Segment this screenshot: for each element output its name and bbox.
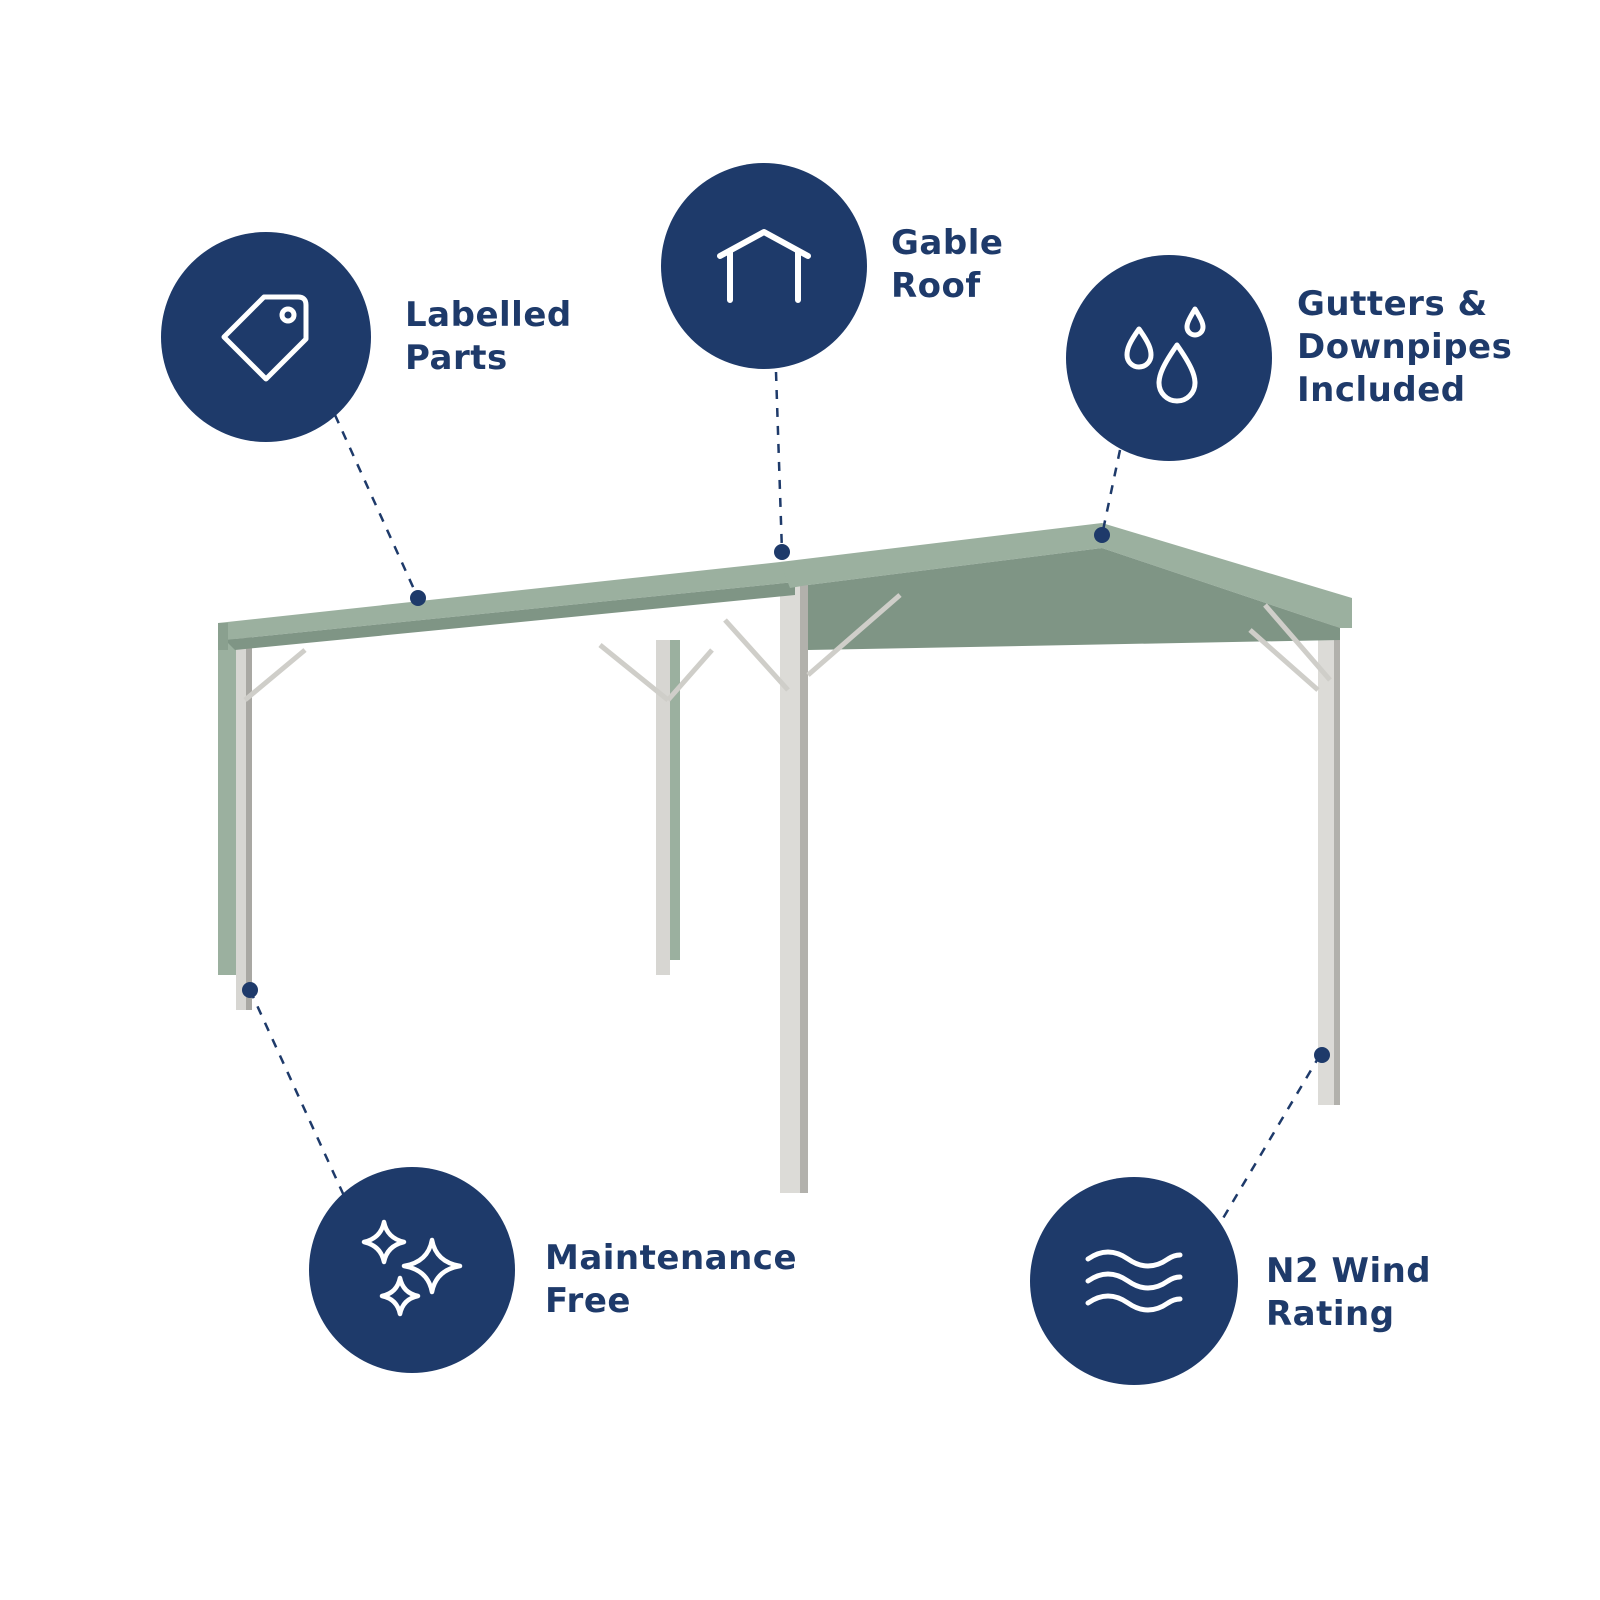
gable-roof-badge <box>661 163 867 369</box>
label-line: Free <box>545 1281 631 1321</box>
label-line: Maintenance <box>545 1238 798 1278</box>
back-left-post <box>218 630 238 975</box>
front-right-post-shade <box>1334 603 1340 1105</box>
wind-waves-icon <box>1085 1249 1183 1313</box>
water-drops-icon <box>1124 306 1206 404</box>
leader-maintenance <box>248 989 347 1199</box>
leader-wind <box>1220 1054 1322 1221</box>
tag-icon <box>221 294 309 382</box>
labelled-parts-badge <box>161 232 371 442</box>
gutters-downpipes-label: Gutters & Downpipes Included <box>1297 283 1512 412</box>
front-left-post-shade <box>246 630 252 1010</box>
leader-labelled-parts <box>333 414 420 599</box>
label-line: Downpipes <box>1297 327 1513 367</box>
middle-back-post-green <box>670 640 680 960</box>
gutters-downpipes-badge <box>1066 255 1272 461</box>
house-roof-icon <box>717 229 811 303</box>
leader-gutters <box>1100 449 1122 536</box>
label-line: Parts <box>405 338 508 378</box>
maintenance-free-badge <box>309 1167 515 1373</box>
roof-bracing <box>243 593 1332 702</box>
label-line: Rating <box>1266 1294 1395 1334</box>
label-line: Gutters & <box>1297 284 1488 324</box>
n2-wind-rating-badge <box>1030 1177 1238 1385</box>
n2-wind-rating-label: N2 Wind Rating <box>1266 1250 1431 1336</box>
sparkles-icon <box>361 1219 463 1317</box>
label-line: Gable <box>891 223 1004 263</box>
gable-roof-label: Gable Roof <box>891 222 1003 308</box>
label-line: Included <box>1297 370 1466 410</box>
label-line: N2 Wind <box>1266 1251 1432 1291</box>
leader-gable-roof <box>774 371 784 553</box>
labelled-parts-label: Labelled Parts <box>405 294 572 380</box>
leader-dots <box>242 527 1330 1063</box>
right-roof-gable <box>780 523 1352 628</box>
left-roof-underside <box>225 582 795 650</box>
right-roof-underside <box>808 548 1340 650</box>
label-line: Roof <box>891 266 981 306</box>
middle-back-post <box>656 640 670 975</box>
left-roof-slope <box>218 562 795 640</box>
leader-lines <box>248 371 1322 1221</box>
maintenance-free-label: Maintenance Free <box>545 1237 797 1323</box>
left-roof-edge <box>218 623 228 650</box>
front-middle-post-shade <box>800 583 808 1193</box>
label-line: Labelled <box>405 295 572 335</box>
